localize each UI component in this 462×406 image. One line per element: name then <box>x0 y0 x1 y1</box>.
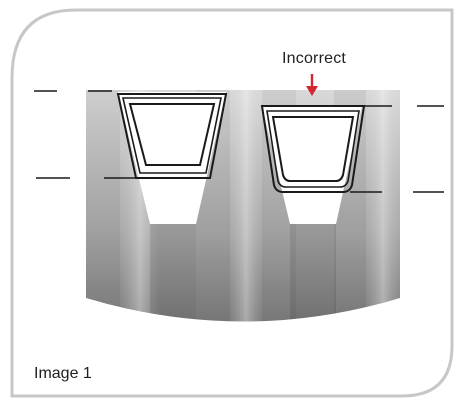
left-groove <box>118 92 226 224</box>
right-groove <box>262 106 362 224</box>
leader-lines <box>34 90 444 193</box>
belt-correct <box>116 93 228 179</box>
incorrect-label: Incorrect <box>282 50 347 67</box>
belt-incorrect <box>260 105 366 193</box>
figure-caption: Image 1 <box>34 365 92 382</box>
incorrect-arrow-icon <box>306 74 318 96</box>
